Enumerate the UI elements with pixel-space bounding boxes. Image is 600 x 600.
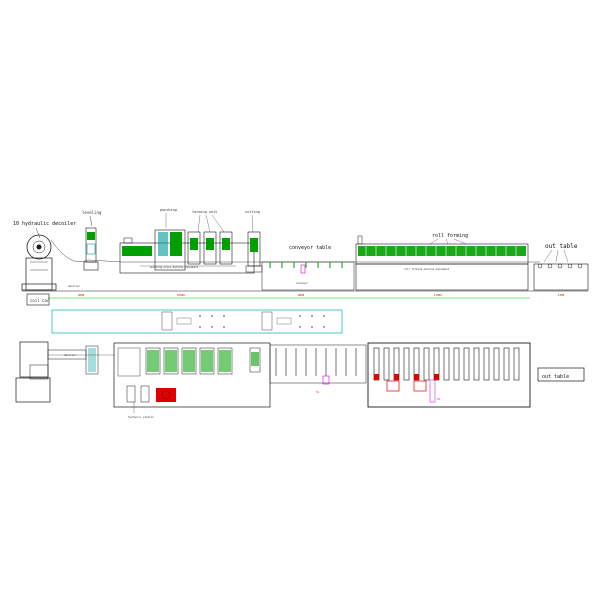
decoiler-base-text: decoiler (68, 284, 81, 288)
conveyor-table: conveyor table conveyor (261, 245, 355, 291)
leveling-machine: leveling (82, 210, 102, 271)
decoiler-machine: 10 hydraulic decoiler decoiler (13, 221, 81, 291)
cutting-label: cutting (245, 210, 260, 214)
out-table-plan-label: out table (542, 374, 569, 380)
sv-marker (300, 264, 306, 274)
plan-view: decoiler hydrauli (15, 341, 585, 419)
forming-unit-block: punching forming unit punching press mac… (119, 208, 255, 274)
conveyor-base-text: conveyor (296, 282, 309, 285)
dimension-2: 10500 (177, 293, 185, 297)
coil-car: coil car (26, 293, 50, 306)
roll-base-text: roll forming machine equipment (404, 267, 450, 271)
elevation-view: 10 hydraulic decoiler decoiler leveling (13, 208, 589, 306)
out-table-label: out table (545, 243, 578, 250)
out-table: out table (533, 243, 589, 291)
gear-icon (161, 390, 171, 400)
leveling-label: leveling (82, 210, 102, 215)
conveyor-table-label: conveyor table (289, 245, 331, 251)
guide-rail (51, 309, 343, 334)
dimension-3: 8000 (298, 293, 305, 297)
forming-plan: hydraulic station (113, 342, 271, 419)
cutting-machine: cutting (245, 210, 263, 273)
forming-unit-label: forming unit (192, 210, 217, 214)
sv-marker-label: SV (316, 390, 320, 394)
dimension-1: 4000 (78, 293, 85, 297)
dimension-5: 1200 (558, 293, 565, 297)
out-table-plan: out table (537, 367, 585, 382)
roll-forming-plan: SV (367, 342, 531, 408)
hydraulic-station-label: hydraulic station (128, 415, 154, 419)
strip-path (50, 239, 540, 263)
roll-forming-machine: roll forming roll forming machine equipm… (355, 233, 529, 291)
decoiler-label: 10 hydraulic decoiler (13, 221, 76, 227)
motor-icon (156, 388, 176, 402)
punching-label: punching (160, 208, 177, 212)
roll-plan-marker: SV (437, 397, 441, 401)
coil-icon (26, 234, 52, 260)
coil-car-label: coil car (30, 298, 50, 303)
roll-forming-label: roll forming (432, 233, 468, 239)
decoiler-plan: decoiler (15, 341, 115, 403)
conveyor-plan: SV (269, 344, 367, 394)
dimension-4: 17000 (434, 293, 442, 297)
punch-base-text: punching press machine equipment (150, 265, 199, 269)
